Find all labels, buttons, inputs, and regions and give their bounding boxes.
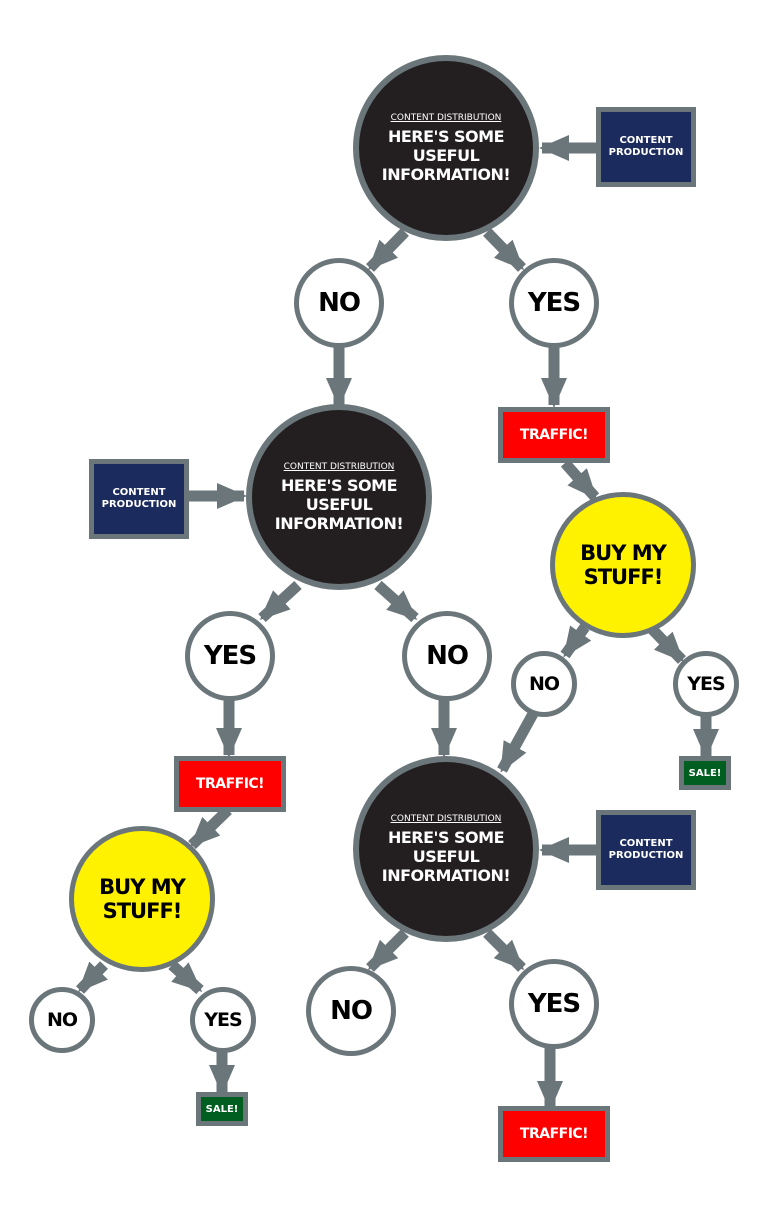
decision-circle-top: CONTENT DISTRIBUTION HERE'S SOME USEFUL … [353,55,539,241]
content-production-box: CONTENT PRODUCTION [596,107,696,187]
arrow-buy-to-no [560,623,592,659]
decision-line: USEFUL [412,145,480,165]
traffic-box: TRAFFIC! [498,407,610,463]
buy-line: STUFF! [583,565,664,589]
answer-no-circle: NO [402,611,492,701]
decision-line: USEFUL [412,846,480,866]
sale-label: SALE! [688,767,722,779]
answer-yes-label: YES [687,673,725,695]
answer-no-label: NO [46,1009,78,1031]
arrow-mid-to-yes [258,580,302,623]
answer-no-label: NO [330,996,373,1026]
decision-line: INFORMATION! [381,164,511,184]
answer-no-circle: NO [306,966,396,1056]
traffic-label: TRAFFIC! [519,1126,589,1142]
arrow-buy-to-yes-left [168,960,204,995]
answer-no-circle: NO [511,651,577,717]
production-line: CONTENT [619,135,673,146]
arrow-bottom-to-no [366,929,409,972]
production-line: PRODUCTION [101,499,177,510]
answer-yes-label: YES [527,288,581,318]
answer-yes-circle: YES [509,258,599,348]
answer-yes-label: YES [527,989,581,1019]
traffic-box: TRAFFIC! [174,756,286,812]
answer-no-circle: NO [29,987,95,1053]
traffic-box: TRAFFIC! [498,1106,610,1162]
content-production-box: CONTENT PRODUCTION [596,810,696,890]
decision-header: CONTENT DISTRIBUTION [390,112,502,123]
production-line: CONTENT [112,487,166,498]
arrow-no-to-bottom-diag [497,709,539,773]
sale-label: SALE! [205,1103,239,1115]
arrow-top-to-no [366,228,409,272]
decision-line: USEFUL [305,494,373,514]
arrow-bottom-to-yes [483,929,526,972]
answer-no-label: NO [528,673,560,695]
buy-line: BUY MY [99,875,186,899]
production-line: PRODUCTION [608,850,684,861]
answer-no-label: NO [426,641,469,671]
answer-yes-circle: YES [190,987,256,1053]
arrow-traffic-to-buy-left [188,806,232,849]
answer-yes-circle: YES [673,651,739,717]
answer-yes-circle: YES [509,959,599,1049]
decision-line: HERE'S SOME [280,475,398,495]
answer-yes-label: YES [203,641,257,671]
traffic-label: TRAFFIC! [195,776,265,792]
sale-box: SALE! [679,756,731,790]
buy-circle: BUY MY STUFF! [550,492,696,638]
arrow-top-to-yes [483,228,526,272]
traffic-label: TRAFFIC! [519,427,589,443]
arrow-traffic-to-buy [560,459,600,501]
arrow-mid-to-no [374,580,419,623]
buy-line: BUY MY [580,541,667,565]
sale-box: SALE! [196,1092,248,1126]
decision-line: HERE'S SOME [387,126,505,146]
production-line: CONTENT [619,838,673,849]
production-line: PRODUCTION [608,147,684,158]
answer-yes-circle: YES [185,611,275,701]
buy-circle: BUY MY STUFF! [69,826,215,972]
decision-circle-bottom: CONTENT DISTRIBUTION HERE'S SOME USEFUL … [353,756,539,942]
decision-line: INFORMATION! [274,513,404,533]
decision-circle-middle: CONTENT DISTRIBUTION HERE'S SOME USEFUL … [246,404,432,590]
content-production-box: CONTENT PRODUCTION [89,459,189,539]
decision-header: CONTENT DISTRIBUTION [390,813,502,824]
answer-yes-label: YES [204,1009,242,1031]
answer-no-circle: NO [294,258,384,348]
decision-line: INFORMATION! [381,865,511,885]
buy-line: STUFF! [102,899,183,923]
arrow-buy-to-yes [646,623,686,664]
answer-no-label: NO [318,288,361,318]
arrow-buy-to-no-left [76,961,109,994]
decision-line: HERE'S SOME [387,827,505,847]
decision-header: CONTENT DISTRIBUTION [283,461,395,472]
